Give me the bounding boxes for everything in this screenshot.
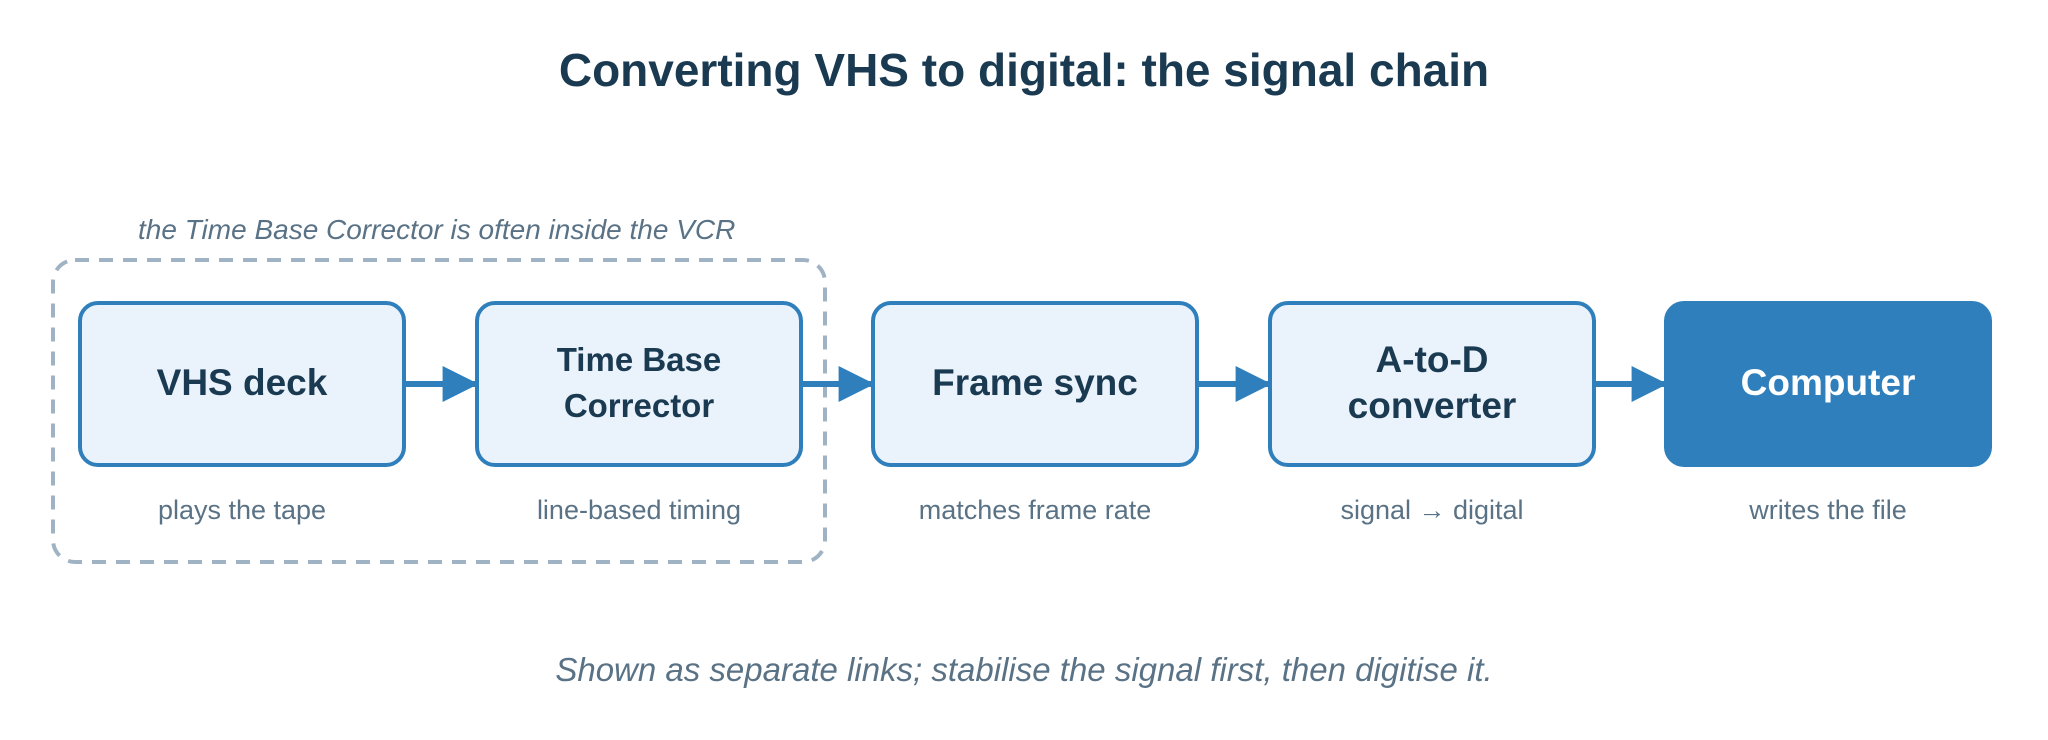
node-time-base-corrector: Time Base Corrector (556, 341, 722, 424)
node-computer: Computer (1740, 362, 1916, 403)
caption-a-to-d-converter: signal → digital (1340, 495, 1524, 525)
caption-frame-sync: matches frame rate (918, 495, 1152, 525)
vcr-group-label: the Time Base Corrector is often inside … (138, 214, 736, 245)
node-a-to-d-converter: A-to-D converter (1347, 339, 1517, 426)
diagram-title: Converting VHS to digital: the signal ch… (558, 44, 1490, 96)
node-frame-sync: Frame sync (932, 362, 1138, 403)
caption-time-base-corrector: line-based timing (536, 495, 742, 525)
caption-vhs-deck: plays the tape (157, 495, 327, 525)
node-vhs-deck: VHS deck (156, 362, 328, 403)
caption-computer: writes the file (1749, 495, 1907, 525)
node-box-vhs-deck (78, 301, 406, 467)
diagram-footnote: Shown as separate links; stabilise the s… (555, 651, 1493, 688)
vcr-group-boundary (51, 258, 827, 564)
